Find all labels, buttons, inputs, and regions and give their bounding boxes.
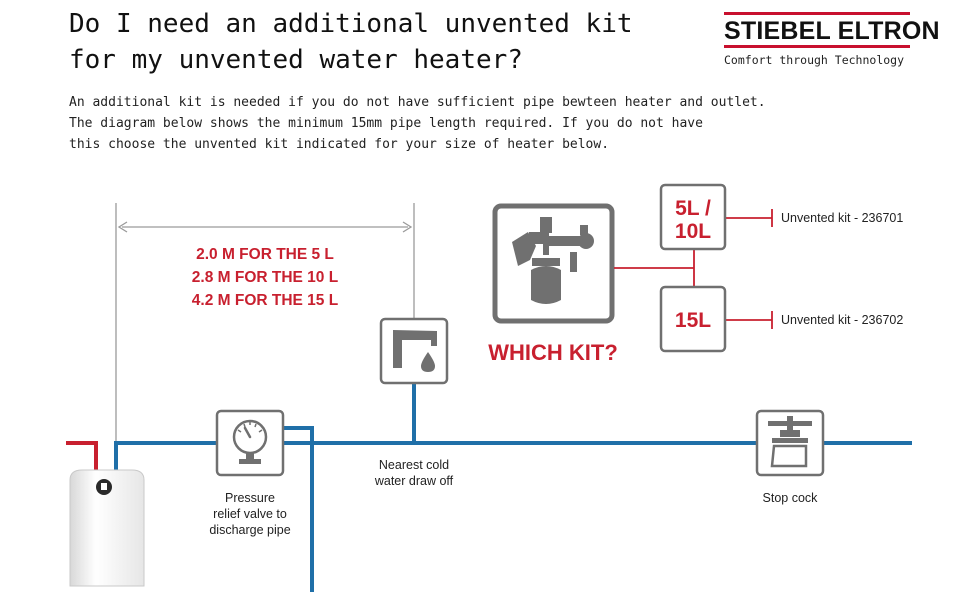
tap-drop-icon [379,317,449,385]
pressure-label-line-3: discharge pipe [209,523,290,537]
length-5l-label: 2.0 M FOR THE 5 L [196,246,334,263]
brand-bottom-bar [724,45,910,48]
nearest-label-line-2: water draw off [374,474,454,488]
intro-text: An additional kit is needed if you do no… [69,92,766,155]
pipework [66,384,912,592]
pipe-length-dimension [115,203,415,442]
cold-mains-pipe [114,441,912,480]
brand-top-bar [724,12,910,15]
discharge-pipe [282,426,314,592]
size-box-5l-10l [659,183,727,251]
kit-large-label: Unvented kit - 236702 [781,313,903,327]
length-10l-label: 2.8 M FOR THE 10 L [192,269,338,286]
nearest-label-line-1: Nearest cold [379,458,449,472]
intro-line-2: The diagram below shows the minimum 15mm… [69,116,703,131]
pressure-label-line-2: relief valve to [213,507,287,521]
brand-name: STIEBEL ELTRON [724,17,940,45]
length-15l-label: 4.2 M FOR THE 15 L [192,292,338,309]
stop-cock-icon [755,409,825,477]
stop-cock-label: Stop cock [763,491,819,505]
water-heater-image [69,469,145,587]
size-small-line-2: 10L [675,220,711,243]
title-line-2: for my unvented water heater? [69,45,523,75]
size-small-line-1: 5L / [675,197,711,220]
kit-connectors [614,209,773,329]
which-kit-label: WHICH KIT? [488,340,618,365]
dimension-arrow-right [402,221,413,233]
pressure-gauge-icon [215,409,285,477]
dimension-arrow-left [117,221,128,233]
size-box-15l [659,285,727,353]
brand-tagline: Comfort through Technology [724,53,905,67]
intro-line-3: this choose the unvented kit indicated f… [69,137,610,152]
pressure-label-line-1: Pressure [225,491,275,505]
size-large-label: 15L [675,309,711,332]
hot-outlet-pipe [66,441,98,480]
intro-line-1: An additional kit is needed if you do no… [69,95,766,110]
brand-logo: STIEBEL ELTRON Comfort through Technolog… [724,12,940,67]
kit-small-label: Unvented kit - 236701 [781,211,903,225]
page-title: Do I need an additional unvented kit for… [69,6,633,78]
unvented-kit-icon [492,203,615,324]
title-line-1: Do I need an additional unvented kit [69,9,633,39]
